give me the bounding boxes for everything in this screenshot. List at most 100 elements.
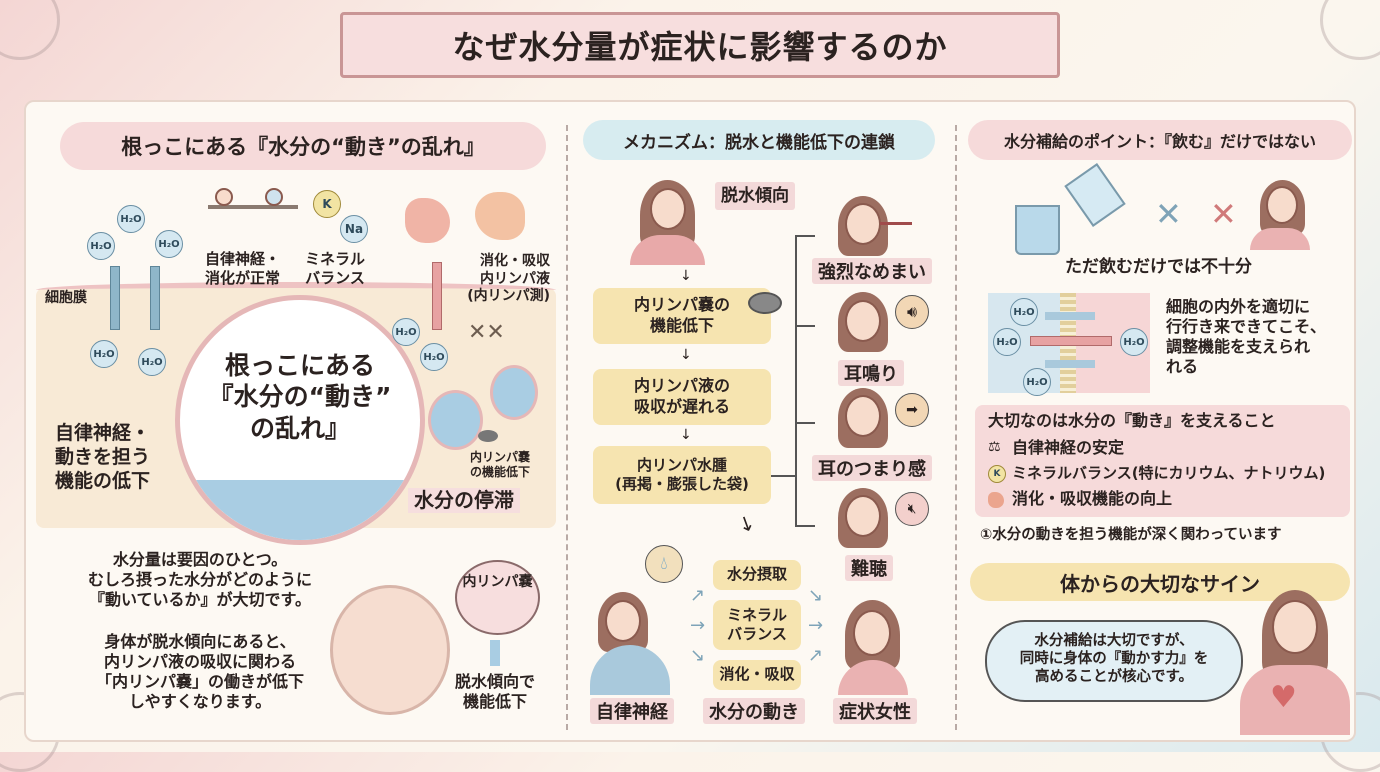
- face: [605, 600, 641, 642]
- left-section-header: 根っこにある『水分の“動き”の乱れ』: [60, 122, 546, 170]
- bottom-label: 自律神経: [590, 698, 674, 724]
- balance-scale-icon: [208, 205, 298, 209]
- connector-line: [795, 422, 815, 424]
- blocked-door-icon: ➡: [895, 393, 929, 427]
- arrow-down-icon: ↓: [680, 347, 692, 363]
- potassium-icon: K: [313, 190, 341, 218]
- middle-section-header: メカニズム：脱水と機能低下の連鎖: [583, 120, 935, 160]
- connector-line: [795, 235, 797, 525]
- cloud-icon: [748, 292, 782, 314]
- balance-label: 自律神経・ 消化が正常: [205, 250, 281, 287]
- symptom-label: 耳のつまり感: [812, 455, 932, 481]
- not-enough-text: ただ飲むだけでは不十分: [1065, 257, 1252, 277]
- digest-label: 消化・吸収 内リンパ液 (内リンパ測): [467, 253, 550, 304]
- core-circle: [175, 295, 425, 545]
- paragraph-dehydration: 身体が脱水傾向にあると、 内リンパ液の吸収に関わる 「内リンパ嚢」の働きが低下 …: [95, 632, 304, 711]
- connector-line: [795, 235, 815, 237]
- bottom-label: 水分の動き: [703, 698, 805, 724]
- arrow-icon: ↗: [808, 645, 824, 666]
- h2o-molecule: H₂O: [117, 205, 145, 233]
- floral-ornament: [1320, 0, 1380, 60]
- arrow-icon: →: [690, 615, 706, 636]
- speaker-icon: 🔊︎: [895, 295, 929, 329]
- cloud-icon: [478, 430, 498, 442]
- step-box: 内リンパ液の 吸収が遅れる: [593, 369, 771, 425]
- face: [845, 203, 881, 245]
- bubble-caption: 脱水傾向で 機能低下: [454, 672, 535, 711]
- floral-ornament: [0, 0, 60, 60]
- step-box: 内リンパ嚢の 機能低下: [593, 288, 771, 344]
- paragraph-water-amount: 水分量は要因のひとつ。 むしろ摂った水分がどのように 『動いているか』が大切です…: [87, 550, 312, 609]
- arrow-right-icon: [1030, 336, 1112, 346]
- core-circle-text: 根っこにある 『水分の“動き” の乱れ』: [208, 351, 392, 443]
- h2o-molecule: H₂O: [392, 318, 420, 346]
- water-pool: [180, 480, 420, 540]
- stomach-icon: [988, 492, 1004, 508]
- body: [1250, 228, 1310, 250]
- sac-speech-bubble: 内リンパ嚢: [455, 560, 540, 635]
- stomach-icon: [405, 198, 450, 243]
- speech-bubble: 水分補給は大切ですが、 同時に身体の『動かす力』を 高めることが核心です。: [985, 620, 1243, 702]
- cross-icon: ✕: [1155, 195, 1182, 233]
- key-point-item: ミネラルバランス(特にカリウム、ナトリウム): [1012, 464, 1326, 482]
- key-points-box: [975, 405, 1350, 517]
- key-point-item: 消化・吸収機能の向上: [1012, 489, 1173, 508]
- scale-icon: ⚖: [988, 439, 1001, 455]
- person-icon: [215, 188, 233, 206]
- dehydration-label: 脱水傾向: [715, 182, 795, 210]
- h2o-molecule: H₂O: [138, 348, 166, 376]
- arrow-left-icon: [1045, 360, 1095, 368]
- body: [1240, 665, 1350, 735]
- endolymph-sac-icon: [490, 365, 538, 420]
- left-caption: 自律神経・ 動きを担う 機能の低下: [55, 422, 151, 492]
- arrow-icon: ↗: [690, 585, 706, 606]
- membrane-label: 細胞膜: [45, 290, 87, 306]
- potassium-icon: K: [988, 465, 1006, 483]
- face: [650, 188, 686, 230]
- h2o-molecule: H₂O: [90, 340, 118, 368]
- flow-box: 水分摂取: [713, 560, 801, 590]
- bubble-text: 内リンパ嚢: [462, 574, 533, 590]
- bottom-label: 症状女性: [833, 698, 917, 724]
- arrow-icon: ↘: [690, 645, 706, 666]
- water-drop-icon: 💧︎: [645, 545, 683, 583]
- heart-icon: ♥: [1270, 680, 1297, 715]
- h2o-molecule: H₂O: [1120, 328, 1148, 356]
- h2o-molecule: H₂O: [87, 232, 115, 260]
- arrow-icon: ↘: [808, 585, 824, 606]
- cross-icon: ✕: [1210, 195, 1237, 233]
- face: [1266, 186, 1298, 224]
- face: [853, 610, 891, 656]
- arrow-down-icon: ↓: [680, 268, 692, 284]
- double-arrow-icon: [150, 266, 160, 330]
- inner-ear-illustration: [330, 585, 450, 715]
- column-divider: [955, 125, 957, 730]
- double-arrow-icon: [110, 266, 120, 330]
- stomach-icon: [475, 192, 525, 240]
- mute-icon: 🔇︎: [895, 492, 929, 526]
- sac-label: 内リンパ嚢 の機能低下: [470, 450, 531, 479]
- connector-line: [795, 325, 815, 327]
- arrow-down-icon: [490, 640, 500, 666]
- symptom-label: 難聴: [845, 555, 893, 581]
- body: [630, 235, 705, 265]
- step-box: 内リンパ水腫 (再掲・膨張した袋): [593, 446, 771, 504]
- h2o-molecule: H₂O: [420, 343, 448, 371]
- block-cross-icon: ✕✕: [468, 320, 505, 345]
- page-title: なぜ水分量が症状に影響するのか: [340, 12, 1060, 78]
- face: [1272, 600, 1318, 654]
- symptom-label: 耳鳴り: [838, 360, 904, 386]
- note-text: ①水分の動きを担う機能が深く関わっています: [980, 527, 1282, 543]
- arrow-right-icon: [880, 222, 912, 225]
- face: [845, 395, 881, 437]
- double-arrow-icon: [432, 262, 442, 330]
- h2o-molecule: H₂O: [1023, 368, 1051, 396]
- cell-explanation: 細胞の内外を適切に 行行き来できてこそ、 調整機能を支えられ れる: [1166, 297, 1327, 376]
- connector-line: [795, 525, 815, 527]
- arrow-icon: →: [808, 615, 824, 636]
- arrow-left-icon: [1045, 312, 1095, 320]
- h2o-molecule: H₂O: [1010, 298, 1038, 326]
- key-points-title: 大切なのは水分の『動き』を支えること: [988, 411, 1276, 430]
- face: [845, 495, 881, 537]
- stagnation-label: 水分の停滞: [408, 488, 520, 513]
